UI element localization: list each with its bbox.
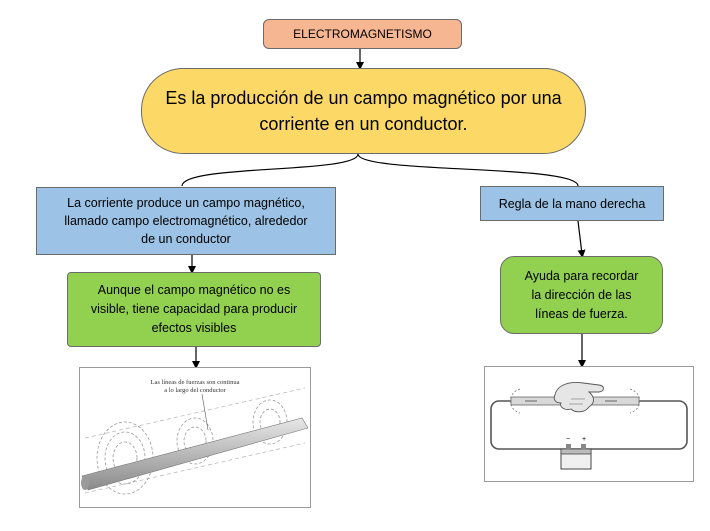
battery-icon: − + bbox=[560, 436, 592, 470]
title-box: ELECTROMAGNETISMO bbox=[263, 19, 462, 49]
definition-line: corriente en un conductor. bbox=[259, 114, 468, 134]
right-hand-rule-svg: − + bbox=[490, 382, 688, 470]
battery-plus-label: + bbox=[582, 436, 586, 443]
definition-line: Es la producción de un campo magnético p… bbox=[165, 88, 562, 108]
left-branch-line: de un conductor bbox=[141, 232, 231, 246]
right-detail-box: Ayuda para recordar la dirección de las … bbox=[500, 256, 663, 334]
left-branch-line: La corriente produce un campo magnético, bbox=[67, 196, 305, 210]
conductor-field-svg: Las líneas de fuerzas son continua a lo … bbox=[81, 379, 309, 495]
left-detail-text: Aunque el campo magnético no es visible,… bbox=[91, 281, 297, 338]
left-branch-text: La corriente produce un campo magnético,… bbox=[64, 194, 307, 248]
arrow-right-to-detail bbox=[577, 220, 586, 258]
definition-text: Es la producción de un campo magnético p… bbox=[165, 85, 561, 137]
right-detail-line: líneas de fuerza. bbox=[535, 306, 628, 321]
left-branch-box: La corriente produce un campo magnético,… bbox=[36, 187, 336, 255]
left-branch-line: llamado campo electromagnético, alrededo… bbox=[64, 214, 308, 228]
left-detail-line: Aunque el campo magnético no es bbox=[97, 283, 291, 297]
right-detail-line: la dirección de las bbox=[531, 287, 632, 302]
right-detail-text: Ayuda para recordar la dirección de las … bbox=[525, 267, 639, 324]
right-hand-rule-illustration: − + bbox=[484, 366, 694, 482]
caption-line-1: Las líneas de fuerzas son continua bbox=[151, 379, 240, 386]
caption-line-2: a lo largo del conductor bbox=[164, 387, 226, 394]
right-detail-line: Ayuda para recordar bbox=[524, 268, 639, 283]
battery-minus-label: − bbox=[566, 436, 570, 443]
conductor-field-illustration: Las líneas de fuerzas son continua a lo … bbox=[79, 367, 311, 508]
hand-icon bbox=[553, 382, 604, 413]
definition-box: Es la producción de un campo magnético p… bbox=[141, 68, 586, 154]
right-branch-text: Regla de la mano derecha bbox=[498, 196, 646, 211]
title-text: ELECTROMAGNETISMO bbox=[293, 27, 432, 41]
brace-connector bbox=[181, 153, 579, 187]
conductor-rod bbox=[81, 417, 309, 491]
left-detail-box: Aunque el campo magnético no es visible,… bbox=[67, 272, 321, 347]
right-branch-box: Regla de la mano derecha bbox=[480, 186, 664, 221]
left-detail-line: visible, tiene capacidad para producir bbox=[90, 302, 298, 316]
left-detail-line: efectos visibles bbox=[151, 321, 237, 335]
